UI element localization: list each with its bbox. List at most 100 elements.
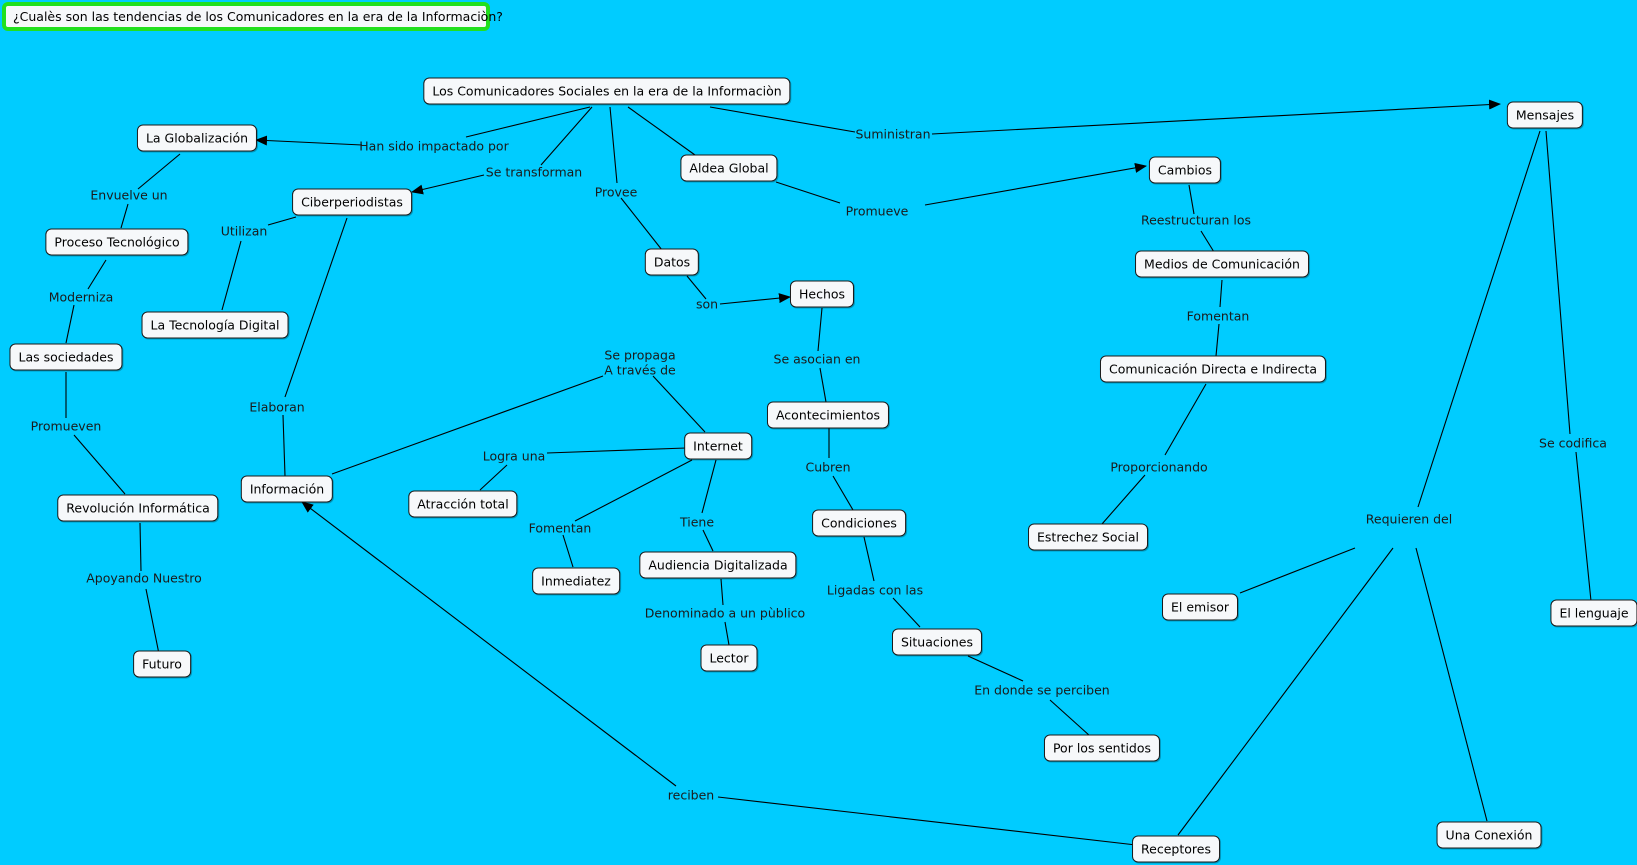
concept-node[interactable]: Condiciones [812,509,906,537]
link-line [931,99,1501,135]
link-label: Promueve [845,203,909,219]
concept-node[interactable]: El emisor [1162,593,1238,621]
link-line [832,475,854,511]
link-label: Cubren [805,459,851,475]
concept-node[interactable]: Atracción total [408,490,518,518]
concept-node[interactable]: Datos [644,248,700,276]
link-line [1188,184,1195,215]
link-line [686,275,707,300]
link-label: Se asocian en [773,351,861,367]
concept-node[interactable]: Información [240,475,334,503]
link-line [1164,383,1207,456]
link-line [1177,547,1394,836]
concept-node[interactable]: Las sociedades [9,343,123,371]
concept-node[interactable]: Cambios [1148,156,1222,184]
concept-node[interactable]: La Tecnología Digital [141,311,289,339]
link-line [620,197,663,251]
link-line [1215,323,1220,357]
link-line [724,621,730,646]
link-label: En donde se perciben [974,682,1110,698]
concept-node[interactable]: Futuro [133,650,191,678]
link-line [139,522,142,572]
concept-node[interactable]: Una Conexión [1436,821,1542,849]
concept-node[interactable]: Inmediatez [532,567,620,595]
link-line [609,106,618,184]
link-label: Se propaga [604,347,676,363]
concept-node[interactable]: Receptores [1132,835,1220,863]
link-label: Suministran [855,126,931,142]
concept-node[interactable]: Situaciones [891,628,983,656]
link-line [120,203,129,229]
concept-node[interactable]: Revolución Informática [57,494,219,522]
link-line [817,307,823,352]
link-line [720,578,724,606]
link-label: Envuelve un [90,187,168,203]
concept-node[interactable]: Audiencia Digitalizada [639,551,797,579]
link-label: Promueven [30,418,102,434]
link-label: Ligadas con las [826,582,924,598]
link-line [627,106,696,156]
link-line [892,597,921,628]
link-label: Han sido impactado por [359,138,509,154]
concept-node[interactable]: Mensajes [1506,101,1584,129]
link-line [819,367,827,403]
concept-node[interactable]: Aldea Global [680,154,778,182]
link-line [1200,230,1215,253]
link-line [719,293,791,305]
link-line [863,536,875,582]
link-line [709,106,856,133]
link-label: Se codifica [1539,435,1607,451]
link-line [411,174,485,195]
link-line [1415,547,1488,822]
link-label: reciben [667,787,715,803]
link-line [284,217,348,398]
link-label: Utilizan [220,223,268,239]
link-label: Logra una [482,448,546,464]
concept-node[interactable]: Acontecimientos [766,401,890,429]
concept-node[interactable]: Proceso Tecnológico [45,228,189,256]
link-label: Moderniza [48,289,114,305]
link-line [145,588,160,655]
concept-node[interactable]: Estrechez Social [1028,523,1148,551]
link-line [717,796,1137,846]
link-label: Fomentan [1186,308,1250,324]
map-title: ¿Cualès son las tendencias de los Comuni… [2,2,503,31]
concept-node[interactable]: Medios de Comunicación [1135,250,1309,278]
link-line [465,106,591,138]
link-label: Apoyando Nuestro [86,570,202,586]
link-line [137,153,181,190]
link-line [73,434,126,495]
concept-node[interactable]: Ciberperiodistas [292,188,412,216]
link-line [1239,547,1356,594]
link-line [924,162,1147,206]
concept-node[interactable]: Internet [684,432,752,460]
concept-node[interactable]: La Globalización [136,124,258,152]
link-line [702,529,714,552]
link-line [562,534,574,568]
link-line [701,459,717,514]
link-line [967,655,1024,682]
concept-node[interactable]: Lector [700,644,758,672]
link-line [479,464,508,491]
concept-node[interactable]: Comunicación Directa e Indirecta [1099,355,1327,383]
link-line [65,304,75,344]
link-label: Reestructuran los [1140,212,1252,228]
link-line [282,414,286,477]
concept-node[interactable]: Los Comunicadores Sociales en la era de … [423,77,791,105]
concept-node[interactable]: Hechos [789,280,855,308]
link-line [87,259,107,290]
link-label: son [695,296,719,312]
link-line [546,447,687,454]
link-line [1101,474,1146,525]
link-label: Tiene [679,514,715,530]
concept-node[interactable]: Por los sentidos [1043,734,1161,762]
link-line [775,181,841,204]
link-line [267,216,297,226]
link-label: Se transforman [485,164,583,180]
concept-node[interactable]: El lenguaje [1550,599,1637,627]
link-line [221,240,242,311]
link-line [1575,451,1592,602]
link-label: Fomentan [528,520,592,536]
link-label: Proporcionando [1110,459,1208,475]
